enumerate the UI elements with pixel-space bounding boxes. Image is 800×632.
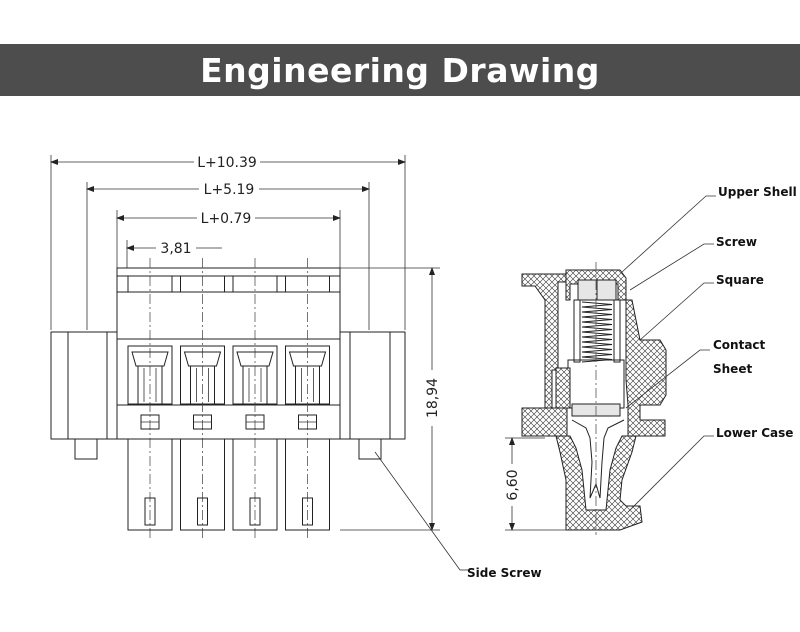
callout-upper-shell: Upper Shell [718,185,797,199]
pin-group [127,258,330,540]
pin-top-slot [180,275,225,293]
pin-screw-window [242,365,268,405]
dim-height: 18,94 [425,378,441,418]
upper-shell-leader [621,195,716,273]
dim-lower-height: 6,60 [505,469,521,500]
pin-top-slot [127,275,173,293]
callout-sheet: Sheet [713,362,752,376]
pin-cavity-chamfer [288,351,327,367]
callout-side-screw: Side Screw [467,566,542,580]
pin-screw-window [295,365,320,405]
pin-screw-window [137,365,163,405]
dim-pitch: 3,81 [160,241,191,257]
dim-middle-width: L+5.19 [204,182,255,198]
section-lower-case [555,435,643,531]
pin-leg [127,438,173,531]
callout-screw: Screw [716,235,757,249]
pin-cavity-chamfer [236,351,274,367]
contact-sheet-leader [625,349,710,409]
pin-leg [285,438,330,531]
pin-leg [180,438,225,531]
pin-leg-slot [302,497,313,526]
front-view: L+10.39 L+5.19 L+0.79 3,81 18,94 [50,153,441,540]
spring-guide [573,299,581,363]
section-upper-shell [565,269,627,301]
section-screw-spring [573,299,621,363]
section-base-left [521,407,568,437]
pin-screw-window [190,365,215,405]
spring-coil [581,301,613,363]
pin-cavity-chamfer [183,351,222,367]
dim-overall-width: L+10.39 [197,155,257,171]
screw-leader [629,243,714,291]
left-side-screw [74,438,98,460]
pin-top-slot [285,275,330,293]
pin-leg-slot [197,497,208,526]
section-callouts: Upper Shell Screw Square Contact Sheet L… [621,185,797,513]
callout-contact: Contact [713,338,766,352]
housing-body [116,267,341,440]
section-right-wall [622,299,667,437]
pin-leg [232,438,278,531]
dim-inner-width: L+0.79 [201,211,252,227]
side-screw-leader [374,451,461,571]
spring-guide [613,299,621,363]
callout-lower-case: Lower Case [716,426,793,440]
pin-top-slot [232,275,278,293]
section-view: 6,60 [503,262,667,535]
pin-leg-slot [249,497,261,526]
lower-case-leader [627,435,714,513]
square-leader [639,282,714,341]
callout-square: Square [716,273,764,287]
pin-cavity-chamfer [131,351,169,367]
title-banner: Engineering Drawing [0,44,800,96]
right-side-screw [358,438,382,460]
pin-leg-slot [144,497,156,526]
page-title: Engineering Drawing [200,50,600,90]
